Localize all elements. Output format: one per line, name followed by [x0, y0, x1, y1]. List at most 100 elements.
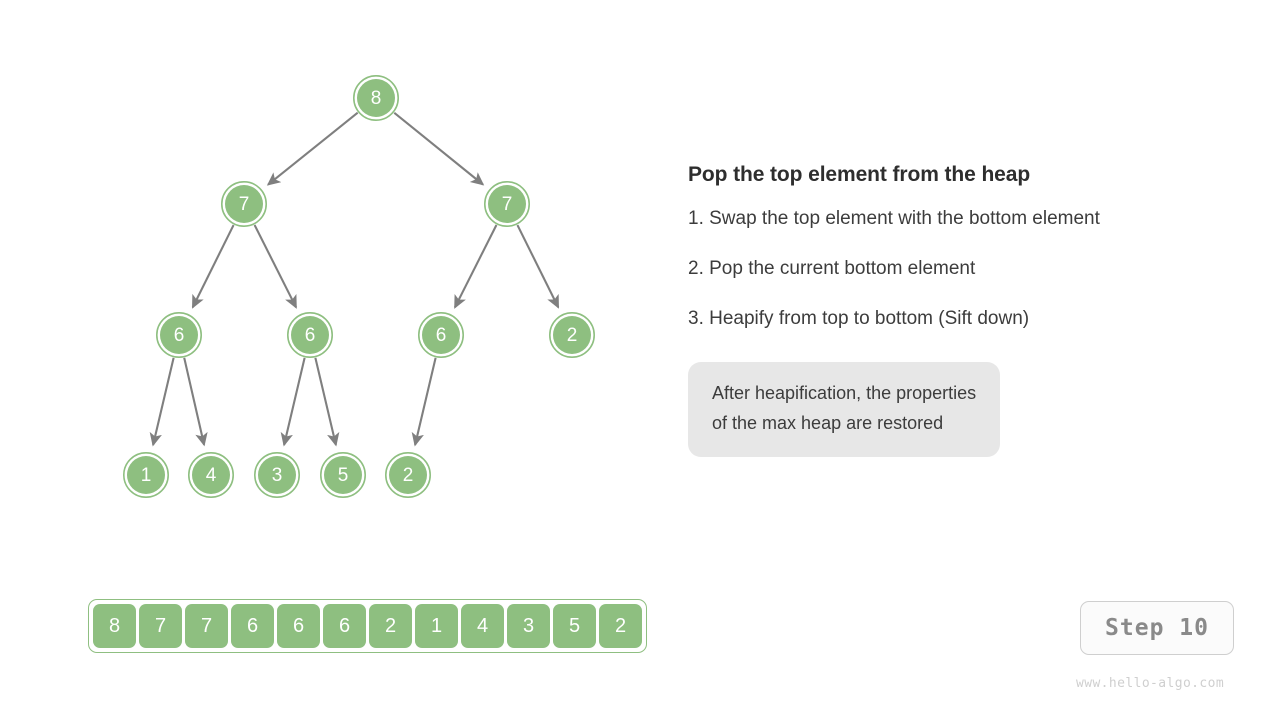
- node-outer-ring: [188, 452, 234, 498]
- step-item-2: 2. Pop the current bottom element: [688, 257, 976, 279]
- array-cell-value: 1: [430, 614, 443, 637]
- array-cell-6[interactable]: 2: [369, 604, 412, 648]
- node-outer-ring: [221, 181, 267, 227]
- array-cell-1[interactable]: 7: [139, 604, 182, 648]
- array-cell-0[interactable]: 8: [93, 604, 136, 648]
- array-cell-value: 5: [568, 614, 581, 637]
- node-fill: [389, 456, 427, 494]
- node-inner-ring: [222, 182, 266, 226]
- tree-edge-n3-n8: [183, 357, 208, 447]
- node-inner-ring: [321, 453, 365, 497]
- tree-node-n0[interactable]: 8: [353, 75, 399, 121]
- tree-edge-n0-n1: [266, 111, 359, 186]
- tree-node-n5[interactable]: 6: [418, 312, 464, 358]
- tree-node-n4[interactable]: 6: [287, 312, 333, 358]
- array-cell-7[interactable]: 1: [415, 604, 458, 648]
- node-value-label: 5: [338, 465, 349, 486]
- tree-node-n7[interactable]: 1: [123, 452, 169, 498]
- tree-node-n9[interactable]: 3: [254, 452, 300, 498]
- callout-line-1: After heapification, the properties: [712, 383, 977, 404]
- node-value-label: 6: [436, 325, 447, 346]
- tree-node-n10[interactable]: 5: [320, 452, 366, 498]
- node-inner-ring: [386, 453, 430, 497]
- array-cell-9[interactable]: 3: [507, 604, 550, 648]
- node-fill: [324, 456, 362, 494]
- node-value-label: 2: [567, 325, 578, 346]
- array-cell-value: 6: [338, 614, 351, 637]
- array-cell-3[interactable]: 6: [231, 604, 274, 648]
- tree-node-n11[interactable]: 2: [385, 452, 431, 498]
- tree-edge-n5-n11: [411, 357, 437, 447]
- array-cell-8[interactable]: 4: [461, 604, 504, 648]
- tree-svg: 8 7 7 6 6 6 2 1 4 3 5 2: [123, 75, 595, 498]
- node-inner-ring: [255, 453, 299, 497]
- node-inner-ring: [419, 313, 463, 357]
- node-fill: [192, 456, 230, 494]
- node-outer-ring: [320, 452, 366, 498]
- node-value-label: 8: [371, 88, 382, 109]
- node-fill: [488, 185, 526, 223]
- node-value-label: 4: [206, 465, 217, 486]
- tree-edge-n4-n9: [280, 357, 306, 447]
- node-fill: [422, 316, 460, 354]
- array-cell-value: 8: [108, 614, 121, 637]
- tree-node-group: 8 7 7 6 6 6 2 1 4 3 5 2: [123, 75, 595, 498]
- array-cell-10[interactable]: 5: [553, 604, 596, 648]
- tree-edge-n1-n3: [191, 224, 235, 309]
- array-cell-value: 2: [384, 614, 397, 637]
- node-inner-ring: [550, 313, 594, 357]
- node-inner-ring: [288, 313, 332, 357]
- tree-edge-n3-n7: [149, 357, 175, 447]
- node-fill: [127, 456, 165, 494]
- node-outer-ring: [353, 75, 399, 121]
- array-cell-11[interactable]: 2: [599, 604, 642, 648]
- node-value-label: 6: [174, 325, 185, 346]
- node-value-label: 7: [502, 194, 513, 215]
- binary-tree-diagram: 8 7 7 6 6 6 2 1 4 3 5 2: [0, 0, 690, 540]
- array-cell-5[interactable]: 6: [323, 604, 366, 648]
- array-cell-2[interactable]: 7: [185, 604, 228, 648]
- array-cell-value: 2: [614, 614, 627, 637]
- array-cell-value: 6: [246, 614, 259, 637]
- tree-node-n6[interactable]: 2: [549, 312, 595, 358]
- array-cell-4[interactable]: 6: [277, 604, 320, 648]
- node-fill: [225, 185, 263, 223]
- node-fill: [553, 316, 591, 354]
- step-item-1: 1. Swap the top element with the bottom …: [688, 208, 1100, 230]
- node-outer-ring: [418, 312, 464, 358]
- tree-edge-n1-n4: [253, 224, 297, 309]
- node-value-label: 7: [239, 194, 250, 215]
- node-inner-ring: [124, 453, 168, 497]
- tree-node-n1[interactable]: 7: [221, 181, 267, 227]
- node-fill: [291, 316, 329, 354]
- node-fill: [258, 456, 296, 494]
- tree-node-n3[interactable]: 6: [156, 312, 202, 358]
- node-fill: [357, 79, 395, 117]
- node-inner-ring: [354, 76, 398, 120]
- array-cell-value: 7: [154, 614, 167, 637]
- explanation-panel: Pop the top element from the heap 1. Swa…: [688, 162, 1228, 457]
- node-inner-ring: [485, 182, 529, 226]
- node-outer-ring: [254, 452, 300, 498]
- panel-title: Pop the top element from the heap: [688, 163, 1031, 186]
- node-inner-ring: [189, 453, 233, 497]
- tree-node-n2[interactable]: 7: [484, 181, 530, 227]
- step-badge: Step 10: [1080, 601, 1234, 655]
- node-outer-ring: [385, 452, 431, 498]
- tree-edge-n2-n6: [516, 224, 560, 309]
- tree-node-n8[interactable]: 4: [188, 452, 234, 498]
- node-value-label: 1: [141, 465, 152, 486]
- tree-edge-n4-n10: [314, 357, 340, 447]
- callout-box: After heapification, the properties of t…: [688, 362, 1001, 457]
- callout-line-2: of the max heap are restored: [712, 412, 944, 433]
- tree-edge-n0-n2: [393, 111, 485, 186]
- node-value-label: 3: [272, 465, 283, 486]
- node-value-label: 2: [403, 465, 414, 486]
- node-outer-ring: [549, 312, 595, 358]
- array-cell-value: 4: [476, 614, 489, 637]
- node-outer-ring: [484, 181, 530, 227]
- node-outer-ring: [287, 312, 333, 358]
- node-inner-ring: [157, 313, 201, 357]
